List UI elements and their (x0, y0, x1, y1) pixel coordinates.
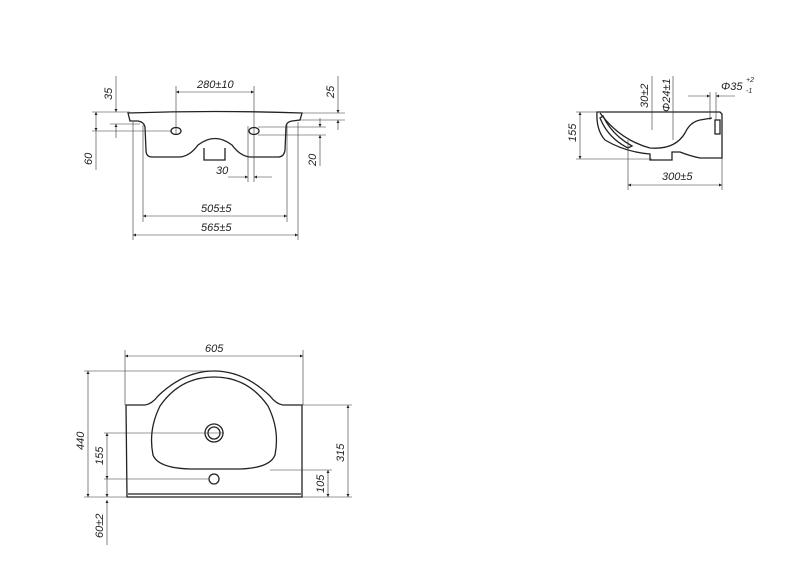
side-overflow-channel (599, 115, 634, 149)
dim-hole-depth: 30±2 (639, 84, 651, 108)
dim-total-depth: 440 (75, 431, 87, 450)
dim-inner-width: 505±5 (201, 203, 232, 215)
dim-length: 300±5 (662, 171, 693, 183)
dim-hole-diameter: 30 (216, 165, 229, 177)
dim-side-depth: 315 (335, 443, 347, 462)
dim-overflow-diameter: Φ35 (721, 81, 743, 93)
dim-overflow-offset: 105 (315, 474, 327, 493)
dim-drain-to-overflow: 155 (94, 446, 106, 465)
dim-drain-diameter: Φ24±1 (661, 78, 673, 112)
dim-width: 605 (205, 343, 224, 355)
top-basin-outline (150, 376, 278, 470)
dim-overflow-tol-lower: -1 (746, 88, 752, 95)
dim-overall-height: 60 (83, 152, 95, 165)
side-view: 155 30±2 Φ24±1 Φ35 +2 -1 300±5 (567, 76, 754, 190)
front-drain-block (203, 148, 226, 161)
overflow-hole (208, 473, 220, 485)
side-sink-outline (596, 111, 723, 161)
side-bowl-curve (599, 112, 713, 149)
dim-hole-spacing: 280±10 (196, 79, 235, 91)
dim-right-rim: 25 (325, 85, 337, 99)
dim-hole-offset: 20 (307, 153, 319, 167)
dim-rim-height: 35 (103, 87, 115, 100)
dim-outer-width: 565±5 (201, 222, 232, 234)
dim-depth: 155 (567, 123, 579, 142)
top-sink-outline (125, 370, 303, 498)
dim-overflow-tol-upper: +2 (746, 77, 754, 84)
front-view: 280±10 35 60 25 20 30 505±5 565±5 (83, 76, 345, 240)
front-sink-outline (127, 110, 303, 158)
dim-edge: 60±2 (94, 514, 106, 538)
top-view: 605 440 155 60±2 315 105 (75, 343, 352, 545)
side-mount-slot (714, 119, 721, 135)
